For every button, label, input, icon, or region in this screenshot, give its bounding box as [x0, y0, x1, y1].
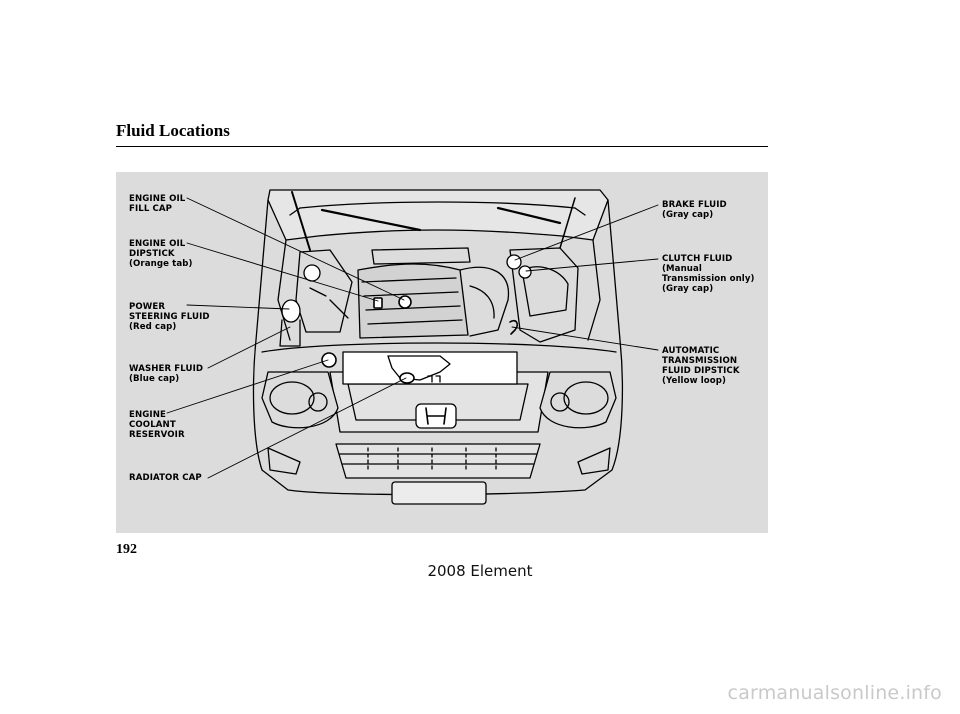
- label-engine-oil-dipstick: ENGINE OIL DIPSTICK (Orange tab): [129, 239, 193, 269]
- leader-radiator-cap: [207, 377, 407, 479]
- atf-dipstick-marker: [509, 319, 518, 335]
- leader-engine-coolant-reservoir: [166, 359, 329, 414]
- radiator-cover: [342, 351, 518, 385]
- wiper-left: [320, 208, 422, 232]
- wiper-right: [496, 206, 562, 225]
- label-washer-fluid: WASHER FLUID (Blue cap): [129, 364, 204, 384]
- label-radiator-cap: RADIATOR CAP: [129, 473, 202, 483]
- leader-engine-oil-dipstick: [186, 242, 379, 302]
- engine-oil-dipstick-marker: [373, 297, 383, 309]
- license-plate-recess: [391, 481, 487, 505]
- clutch-fluid-reservoir: [518, 265, 532, 279]
- label-engine-oil-fill-cap: ENGINE OIL FILL CAP: [129, 194, 186, 214]
- lower-grille: [335, 443, 541, 479]
- leader-brake-fluid: [514, 204, 659, 261]
- washer-fluid-cap: [321, 352, 337, 368]
- power-steering-reservoir: [281, 299, 301, 323]
- watermark: carmanualsonline.info: [727, 682, 942, 704]
- headlight-right: [539, 371, 617, 429]
- leader-clutch-fluid: [525, 258, 659, 272]
- hood: [267, 189, 609, 241]
- model-caption: 2008 Element: [427, 562, 533, 580]
- hood-strut: [291, 191, 311, 251]
- label-engine-coolant-reservoir: ENGINE COOLANT RESERVOIR: [129, 410, 185, 440]
- label-power-steering-fluid: POWER STEERING FLUID (Red cap): [129, 302, 210, 332]
- label-clutch-fluid: CLUTCH FLUID (Manual Transmission only) …: [662, 254, 755, 294]
- brake-fluid-reservoir: [506, 254, 522, 270]
- label-brake-fluid: BRAKE FLUID (Gray cap): [662, 200, 727, 220]
- page-title: Fluid Locations: [116, 121, 230, 140]
- engine-cover: [357, 263, 469, 339]
- leader-power-steering-fluid: [186, 304, 290, 310]
- title-divider: [116, 146, 768, 147]
- leader-engine-oil-fill-cap: [186, 197, 405, 301]
- engine-oil-fill-cap-marker: [398, 295, 412, 309]
- coolant-reservoir-cap: [399, 372, 415, 384]
- label-atf-dipstick: AUTOMATIC TRANSMISSION FLUID DIPSTICK (Y…: [662, 346, 740, 386]
- page-number: 192: [116, 542, 137, 557]
- leader-atf-dipstick: [511, 326, 659, 351]
- leader-washer-fluid: [207, 326, 291, 369]
